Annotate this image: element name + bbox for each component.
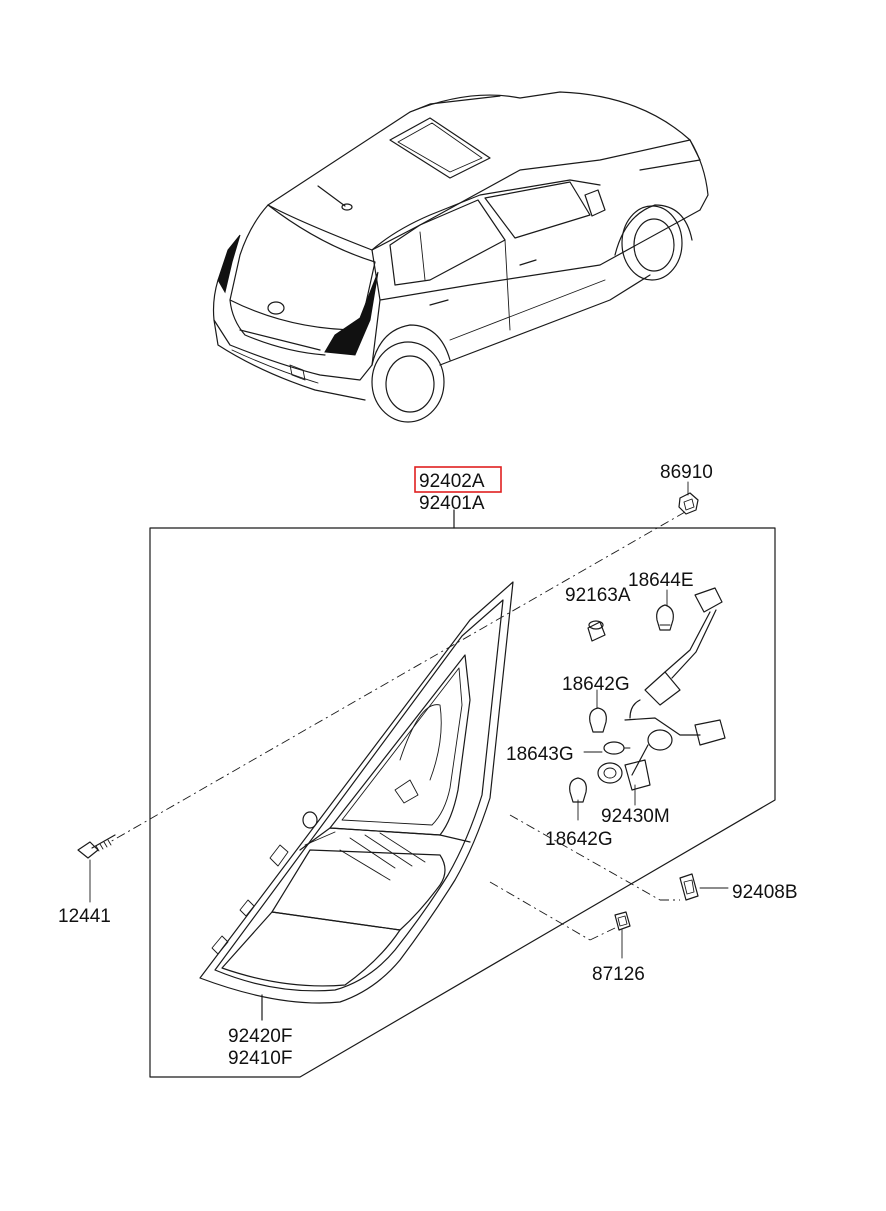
assembly-frame	[149, 509, 776, 1078]
tail-lamp-housing	[199, 581, 514, 1021]
bulb-18643G	[603, 741, 631, 755]
part-number-92401A[interactable]: 92401A	[419, 493, 485, 514]
part-number-18642G-bottom[interactable]: 18642G	[545, 829, 613, 850]
clip-92408B	[679, 873, 699, 901]
part-number-18642G-top[interactable]: 18642G	[562, 674, 630, 695]
part-number-18643G[interactable]: 18643G	[506, 744, 574, 765]
bulb-18644E	[656, 604, 674, 631]
part-number-86910[interactable]: 86910	[660, 462, 713, 483]
vehicle-illustration	[212, 91, 709, 423]
part-number-12441[interactable]: 12441	[58, 906, 111, 927]
grommet-86910	[678, 492, 699, 515]
wiring-harness	[624, 587, 726, 776]
screw-12441	[77, 834, 116, 859]
nut-87126	[614, 911, 631, 931]
socket-92430M	[597, 759, 651, 791]
highlight-box	[414, 466, 502, 493]
bulb-18642G-bottom	[569, 777, 587, 803]
part-number-92410F[interactable]: 92410F	[228, 1048, 292, 1069]
part-number-92163A[interactable]: 92163A	[565, 585, 631, 606]
part-number-87126[interactable]: 87126	[592, 964, 645, 985]
part-number-92402A[interactable]: 92402A	[419, 471, 485, 492]
leader-lines	[89, 481, 729, 959]
bulb-18642G-top	[589, 707, 607, 733]
part-number-92408B[interactable]: 92408B	[732, 882, 798, 903]
part-number-18644E[interactable]: 18644E	[628, 570, 694, 591]
part-number-92420F[interactable]: 92420F	[228, 1026, 292, 1047]
part-number-92430M[interactable]: 92430M	[601, 806, 670, 827]
cap-92163A	[587, 620, 606, 642]
